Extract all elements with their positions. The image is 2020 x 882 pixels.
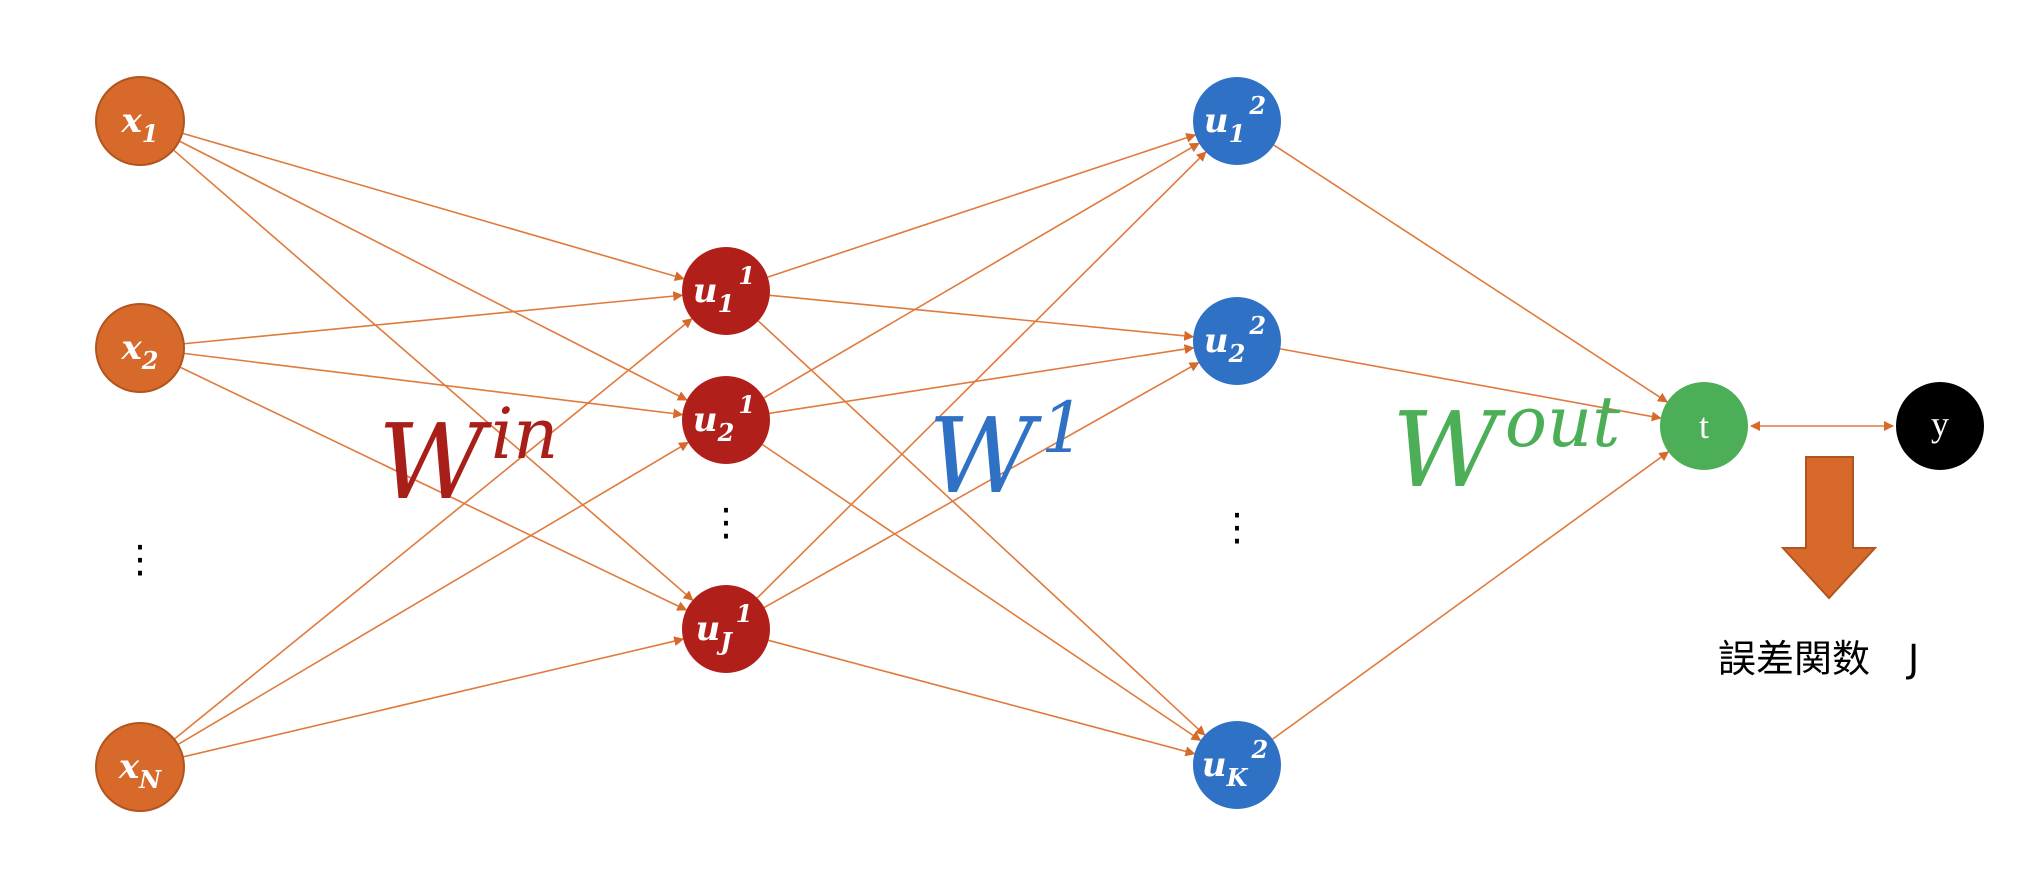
hidden2-node-u2-sub: 2 xyxy=(1228,339,1246,368)
input-node-xn-base: x xyxy=(118,747,140,787)
hidden2-ellipsis: ⋮ xyxy=(1218,505,1256,549)
hidden1-node-u1-sub: 1 xyxy=(718,289,735,318)
hidden1-hidden2-edge-3-1 xyxy=(756,151,1207,599)
input-node-x1: x1 xyxy=(95,76,185,166)
hidden2-target-edge-2-1 xyxy=(1280,348,1662,422)
svg-text:x2: x2 xyxy=(121,328,159,375)
input-node-x2: x2 xyxy=(95,303,185,393)
hidden1-node-u2-base: u xyxy=(693,400,718,440)
input-node-xn-sub: N xyxy=(138,765,162,794)
error-function-label: 誤差関数 J xyxy=(1718,637,1919,681)
target-node-label: t xyxy=(1699,406,1709,446)
weight-1-base: W xyxy=(928,395,1042,517)
hidden1-hidden2-edge-2-2 xyxy=(769,344,1195,415)
input-hidden1-edge-3-3 xyxy=(182,636,685,758)
hidden1-hidden2-edge-3-3 xyxy=(768,639,1196,757)
hidden1-hidden2-edge-3-2 xyxy=(763,361,1200,609)
hidden2-target-edge-1-1 xyxy=(1273,144,1668,403)
hidden2-node-uk-sub: K xyxy=(1226,763,1249,792)
weight-in-sup: in xyxy=(491,393,558,475)
input-ellipsis: ⋮ xyxy=(121,537,159,581)
input-hidden1-edge-2-1 xyxy=(183,291,684,345)
input-node-x1-sub: 1 xyxy=(142,119,159,148)
weight-in-base: W xyxy=(378,401,492,523)
input-node-x2-sub: 2 xyxy=(141,346,159,375)
input-node-xn: xN xyxy=(95,722,185,812)
hidden2-target-edge-3-1 xyxy=(1272,451,1670,740)
weight-label-1: W1 xyxy=(928,387,1085,517)
input-hidden1-edge-3-2 xyxy=(177,441,690,746)
hidden2-node-u1: u12 xyxy=(1193,77,1281,165)
hidden1-node-u1-base: u xyxy=(693,271,718,311)
hidden1-hidden2-edge-2-3 xyxy=(762,443,1202,742)
hidden1-node-u2-sup: 1 xyxy=(738,390,755,419)
svg-text:xN: xN xyxy=(118,747,162,794)
hidden1-node-uj-base: u xyxy=(696,609,721,649)
hidden2-node-uk: uK2 xyxy=(1193,721,1281,809)
output-node-label: y xyxy=(1931,404,1949,444)
input-node-x2-base: x xyxy=(121,328,143,368)
weight-label-in: Win xyxy=(378,393,558,523)
weight-1-sup: 1 xyxy=(1041,387,1086,469)
hidden2-node-u1-sup: 2 xyxy=(1248,91,1266,120)
weight-label-out: Wout xyxy=(1392,381,1621,511)
svg-text:u21: u21 xyxy=(693,390,755,447)
hidden2-node-u2-base: u xyxy=(1204,321,1229,361)
input-node-x1-base: x xyxy=(121,101,143,141)
hidden1-hidden2-edge-1-3 xyxy=(757,320,1206,736)
hidden1-node-u1: u11 xyxy=(682,247,770,335)
weight-out-sup: out xyxy=(1505,381,1621,463)
connections xyxy=(172,132,1670,758)
svg-text:x1: x1 xyxy=(121,101,159,148)
hidden1-node-u1-sup: 1 xyxy=(738,261,755,290)
hidden1-hidden2-edge-2-1 xyxy=(763,142,1200,399)
hidden1-hidden2-edge-1-2 xyxy=(769,294,1195,341)
input-hidden1-edge-1-1 xyxy=(182,132,685,282)
weight-out-base: W xyxy=(1392,389,1506,511)
hidden1-ellipsis: ⋮ xyxy=(707,500,745,544)
svg-text:u22: u22 xyxy=(1204,311,1266,368)
svg-text:u12: u12 xyxy=(1204,91,1266,148)
hidden1-hidden2-edge-1-1 xyxy=(767,132,1197,278)
input-hidden1-edge-2-2 xyxy=(183,352,684,419)
error-down-arrow xyxy=(1780,456,1878,600)
input-hidden1-edge-1-2 xyxy=(178,140,688,401)
input-hidden1-edge-3-1 xyxy=(173,318,693,740)
hidden1-node-u2-sub: 2 xyxy=(717,418,735,447)
svg-text:uK2: uK2 xyxy=(1202,735,1268,792)
hidden2-node-uk-base: u xyxy=(1202,745,1227,785)
svg-text:u11: u11 xyxy=(693,261,755,318)
hidden1-node-uj-sub: J xyxy=(716,627,733,656)
target-node-t: t xyxy=(1660,382,1748,470)
hidden2-node-u1-base: u xyxy=(1204,101,1229,141)
hidden1-node-u2: u21 xyxy=(682,376,770,464)
hidden1-node-uj-sup: 1 xyxy=(736,599,753,628)
input-hidden1-edge-1-3 xyxy=(172,149,694,601)
input-hidden1-edge-2-3 xyxy=(179,366,688,611)
hidden2-node-u1-sub: 1 xyxy=(1229,119,1246,148)
hidden2-node-uk-sup: 2 xyxy=(1250,735,1268,764)
hidden2-node-u2: u22 xyxy=(1193,297,1281,385)
output-node-y: y xyxy=(1896,382,1984,470)
svg-text:uJ1: uJ1 xyxy=(696,599,753,656)
hidden1-node-uj: uJ1 xyxy=(682,585,770,673)
hidden2-node-u2-sup: 2 xyxy=(1248,311,1266,340)
